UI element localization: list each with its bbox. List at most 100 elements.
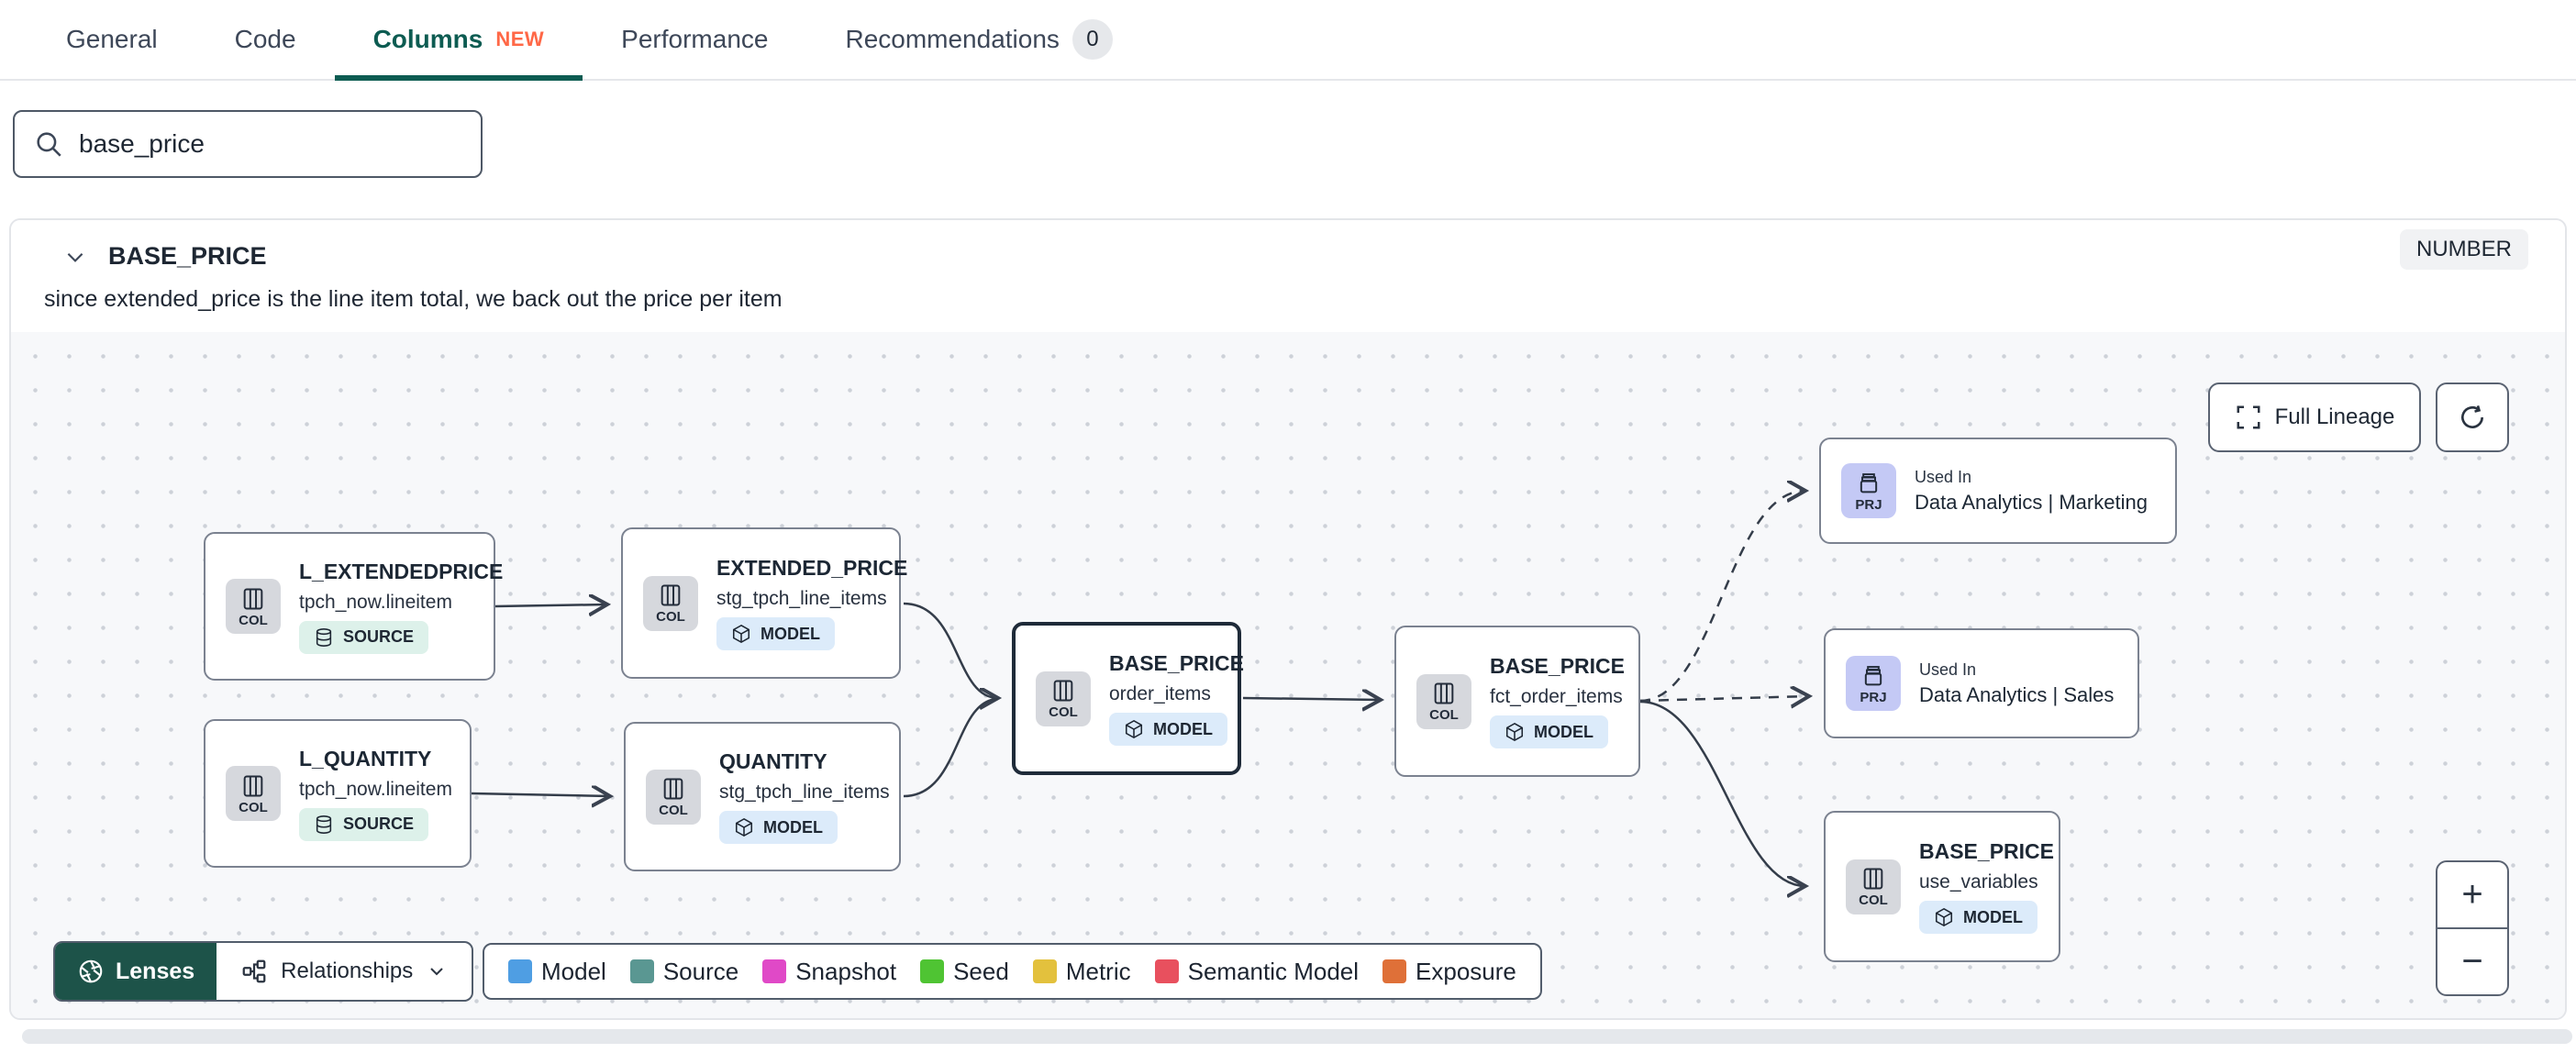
recommendations-count-badge: 0 (1071, 19, 1113, 60)
legend-item-semantic-model: Semantic Model (1154, 957, 1360, 986)
node-used-in-marketing[interactable]: PRJ Used In Data Analytics | Marketing (1819, 438, 2177, 544)
badge-label: MODEL (763, 817, 823, 837)
legend-item-metric: Metric (1032, 957, 1131, 986)
project-chip: PRJ (1846, 656, 1901, 711)
tab-label: General (66, 25, 158, 53)
node-l-quantity[interactable]: COL L_QUANTITY tpch_now.lineitem SOURCE (204, 719, 472, 868)
new-badge: NEW (495, 28, 545, 50)
expand-icon (2237, 405, 2260, 429)
project-chip: PRJ (1841, 463, 1896, 518)
column-chip: COL (643, 575, 698, 631)
column-chip: COL (226, 579, 281, 634)
legend-item-model: Model (508, 958, 606, 986)
column-chip: COL (646, 769, 701, 825)
legend-label: Metric (1065, 957, 1131, 985)
node-title: BASE_PRICE (1490, 654, 1625, 678)
node-l-extendedprice[interactable]: COL L_EXTENDEDPRICE tpch_now.lineitem SO… (204, 532, 503, 681)
column-search[interactable] (13, 110, 483, 178)
node-base-price-fct-order-items[interactable]: COL BASE_PRICE fct_order_items MODEL (1394, 626, 1640, 777)
zoom-in-button[interactable]: + (2461, 874, 2483, 914)
chip-label: COL (239, 612, 268, 628)
database-icon (316, 627, 332, 647)
node-used-in-sales[interactable]: PRJ Used In Data Analytics | Sales (1824, 628, 2139, 738)
node-subtitle: stg_tpch_line_items (716, 588, 887, 609)
database-icon (316, 815, 332, 834)
column-description: since extended_price is the line item to… (44, 286, 783, 312)
badge-label: MODEL (1534, 722, 1593, 741)
full-lineage-button[interactable]: Full Lineage (2208, 382, 2421, 452)
archive-icon (1860, 472, 1878, 493)
badge-label: SOURCE (343, 815, 415, 833)
node-body: L_QUANTITY tpch_now.lineitem SOURCE (299, 747, 452, 841)
tab-label: Code (234, 25, 296, 53)
columns-icon (1863, 868, 1883, 890)
legend-swatch (629, 959, 654, 983)
column-chip: COL (1846, 859, 1901, 914)
lineage-legend: Model Source Snapshot Seed Metric (483, 943, 1542, 1000)
horizontal-scrollbar[interactable] (22, 1029, 2572, 1044)
legend-item-snapshot: Snapshot (762, 958, 896, 986)
legend-swatch (1154, 959, 1179, 983)
edge-fct-to-sales (1639, 696, 1809, 701)
node-body: L_EXTENDEDPRICE tpch_now.lineitem SOURCE (299, 560, 503, 654)
node-title: BASE_PRICE (1109, 651, 1244, 675)
relationships-dropdown[interactable]: Relationships (217, 943, 472, 1000)
node-title: BASE_PRICE (1919, 839, 2054, 863)
node-base-price-order-items[interactable]: COL BASE_PRICE order_items MODEL (1012, 622, 1244, 775)
legend-item-exposure: Exposure (1382, 958, 1516, 986)
relationships-icon (242, 959, 266, 983)
column-type-badge: NUMBER (2399, 229, 2528, 270)
tab-recommendations[interactable]: Recommendations 0 (806, 0, 1150, 79)
columns-icon (1053, 680, 1073, 702)
legend-swatch (508, 959, 532, 983)
tab-general[interactable]: General (28, 0, 196, 79)
legend-item-seed: Seed (920, 958, 1009, 986)
columns-icon (243, 775, 263, 796)
cube-icon (1125, 719, 1143, 739)
relationships-label: Relationships (281, 959, 414, 983)
chip-label: PRJ (1860, 689, 1887, 705)
tab-columns[interactable]: Columns NEW (334, 0, 583, 81)
node-title: Data Analytics | Sales (1919, 682, 2115, 706)
legend-label: Semantic Model (1187, 957, 1360, 985)
collapse-button[interactable] (55, 237, 95, 277)
node-subtitle: tpch_now.lineitem (299, 591, 452, 613)
lineage-canvas[interactable]: COL L_EXTENDEDPRICE tpch_now.lineitem SO… (11, 332, 2565, 1018)
legend-label: Seed (953, 957, 1009, 985)
source-badge: SOURCE (299, 620, 429, 654)
refresh-button[interactable] (2436, 382, 2509, 452)
column-chip: COL (1036, 671, 1091, 726)
column-panel: BASE_PRICE NUMBER since extended_price i… (9, 218, 2567, 1020)
tab-performance[interactable]: Performance (583, 0, 806, 79)
chip-label: COL (659, 803, 688, 818)
node-body: Used In Data Analytics | Sales (1919, 660, 2114, 707)
edge-fct-to-usevariables (1639, 700, 1805, 886)
chip-label: PRJ (1855, 496, 1882, 513)
model-badge: MODEL (719, 811, 838, 844)
edge-fct-to-marketing (1639, 491, 1805, 703)
tab-label: Performance (621, 25, 769, 53)
cube-icon (1505, 722, 1524, 742)
node-quantity[interactable]: COL QUANTITY stg_tpch_line_items MODEL (624, 722, 901, 871)
column-chip: COL (1416, 673, 1471, 729)
columns-icon (661, 584, 681, 606)
node-title: QUANTITY (719, 749, 827, 773)
zoom-out-button[interactable]: − (2437, 927, 2507, 994)
search-input[interactable] (79, 129, 462, 159)
node-subtitle: tpch_now.lineitem (299, 778, 452, 800)
edge-lqty-to-qty (471, 793, 610, 796)
chip-label: COL (1859, 892, 1888, 908)
legend-swatch (1032, 959, 1057, 983)
chip-label: COL (1049, 704, 1078, 720)
lenses-button[interactable]: Lenses (55, 943, 217, 1000)
zoom-controls: + − (2436, 860, 2509, 996)
tab-code[interactable]: Code (196, 0, 335, 79)
node-extended-price[interactable]: COL EXTENDED_PRICE stg_tpch_line_items M… (621, 527, 907, 679)
node-base-price-use-variables[interactable]: COL BASE_PRICE use_variables MODEL (1824, 811, 2060, 962)
tab-label: Columns (372, 25, 483, 53)
chevron-down-icon (67, 252, 83, 262)
source-badge: SOURCE (299, 807, 429, 841)
node-body: Used In Data Analytics | Marketing (1915, 468, 2148, 515)
node-title: EXTENDED_PRICE (716, 556, 908, 580)
